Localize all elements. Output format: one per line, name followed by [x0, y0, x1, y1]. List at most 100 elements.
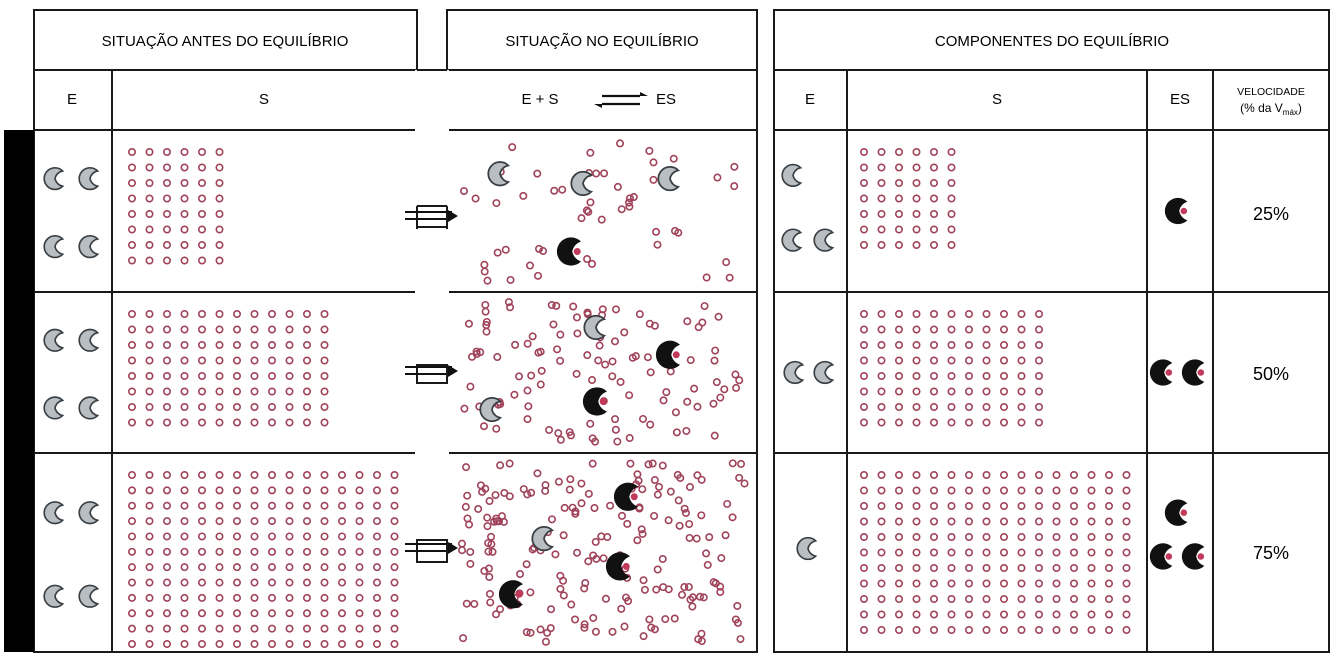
substrate-molecule: [894, 625, 903, 634]
substrate-molecule: [702, 549, 711, 558]
substrate-molecule: [372, 593, 381, 602]
substrate-molecule: [198, 325, 207, 334]
substrate-molecule: [591, 537, 600, 546]
substrate-molecule: [302, 547, 311, 556]
substrate-molecule: [163, 547, 172, 556]
substrate-molecule: [233, 624, 242, 633]
enzyme-icon: [78, 235, 99, 259]
substrate-molecule: [128, 194, 137, 203]
substrate-molecule: [553, 345, 562, 354]
substrate-molecule: [666, 487, 675, 496]
substrate-molecule: [481, 307, 490, 316]
substrate-molecule: [635, 310, 644, 319]
right-panel-title: COMPONENTES DO EQUILÍBRIO: [935, 33, 1169, 50]
substrate-molecule: [546, 624, 555, 633]
substrate-molecule: [337, 639, 346, 648]
substrate-molecule: [1122, 486, 1131, 495]
substrate-molecule: [982, 532, 991, 541]
substrate-molecule: [267, 402, 276, 411]
substrate-molecule: [390, 470, 399, 479]
substrate-molecule: [1017, 501, 1026, 510]
substrate-molecule: [740, 479, 749, 488]
substrate-molecule: [128, 593, 137, 602]
enzyme-icon: [781, 228, 802, 252]
substrate-molecule: [964, 625, 973, 634]
substrate-molecule: [964, 356, 973, 365]
es-complex-icon: [1149, 543, 1173, 570]
substrate-molecule: [250, 387, 259, 396]
substrate-molecule: [877, 210, 886, 219]
substrate-molecule: [646, 368, 655, 377]
substrate-molecule: [198, 179, 207, 188]
substrate-molecule: [571, 507, 580, 516]
enzyme-icon: [78, 584, 99, 608]
substrate-molecule: [496, 605, 505, 614]
substrate-molecule: [302, 501, 311, 510]
substrate-molecule: [215, 532, 224, 541]
substrate-molecule: [982, 486, 991, 495]
substrate-molecule: [528, 332, 537, 341]
substrate-molecule: [999, 610, 1008, 619]
substrate-molecule: [583, 255, 592, 264]
substrate-molecule: [1035, 486, 1044, 495]
substrate-molecule: [1035, 309, 1044, 318]
substrate-molecule: [128, 418, 137, 427]
substrate-molecule: [947, 402, 956, 411]
substrate-molecule: [487, 532, 496, 541]
substrate-molecule: [859, 194, 868, 203]
substrate-molecule: [250, 325, 259, 334]
substrate-molecule: [912, 340, 921, 349]
substrate-molecule: [929, 148, 938, 157]
substrate-molecule: [877, 563, 886, 572]
substrate-molecule: [709, 578, 718, 587]
substrate-molecule: [710, 431, 719, 440]
substrate-molecule: [128, 470, 137, 479]
substrate-molecule: [929, 548, 938, 557]
substrate-molecule: [696, 592, 705, 601]
substrate-molecule: [653, 490, 662, 499]
substrate-molecule: [390, 609, 399, 618]
velocity-header-line1: VELOCIDADE: [1237, 86, 1305, 98]
substrate-molecule: [653, 565, 662, 574]
substrate-molecule: [947, 241, 956, 250]
substrate-molecule: [1087, 594, 1096, 603]
substrate-molecule: [964, 325, 973, 334]
substrate-molecule: [250, 371, 259, 380]
substrate-molecule: [464, 319, 473, 328]
substrate-molecule: [180, 609, 189, 618]
substrate-molecule: [285, 340, 294, 349]
substrate-molecule: [894, 179, 903, 188]
substrate-molecule: [250, 356, 259, 365]
substrate-molecule: [491, 491, 500, 500]
substrate-molecule: [320, 418, 329, 427]
substrate-molecule: [556, 584, 565, 593]
substrate-molecule: [894, 163, 903, 172]
substrate-molecule: [198, 371, 207, 380]
substrate-molecule: [355, 547, 364, 556]
substrate-molecule: [390, 501, 399, 510]
substrate-molecule: [649, 175, 658, 184]
substrate-molecule: [633, 470, 642, 479]
substrate-molecule: [1105, 563, 1114, 572]
enzyme-icon: [43, 501, 64, 525]
substrate-molecule: [999, 356, 1008, 365]
substrate-molecule: [180, 486, 189, 495]
substrate-molecule: [572, 313, 581, 322]
substrate-molecule: [233, 387, 242, 396]
substrate-molecule: [267, 470, 276, 479]
substrate-molecule: [894, 340, 903, 349]
enzyme-icon: [43, 328, 64, 352]
substrate-molecule: [877, 517, 886, 526]
substrate-molecule: [215, 547, 224, 556]
substrate-molecule: [982, 563, 991, 572]
substrate-molecule: [929, 387, 938, 396]
substrate-molecule: [541, 486, 550, 495]
substrate-molecule: [947, 340, 956, 349]
substrate-molecule: [180, 624, 189, 633]
substrate-molecule: [163, 179, 172, 188]
substrate-molecule: [337, 501, 346, 510]
substrate-molecule: [617, 604, 626, 613]
substrate-molecule: [522, 628, 531, 637]
substrate-molecule: [1017, 486, 1026, 495]
substrate-molecule: [462, 599, 471, 608]
